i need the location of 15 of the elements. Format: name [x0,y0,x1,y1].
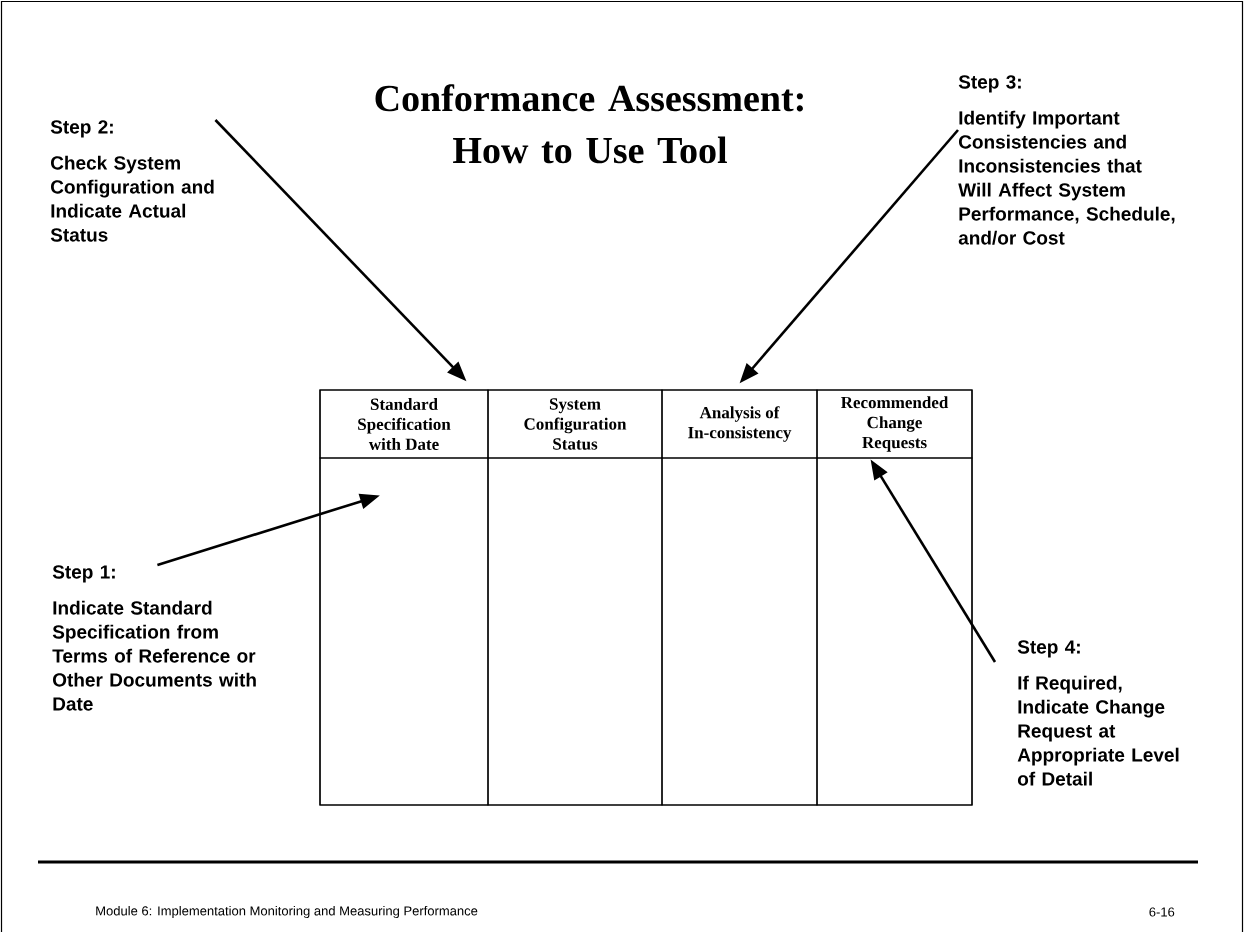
footer-text: 6-16 [1149,907,1175,917]
footer-text: Module 6: Implementation Monitoring and Measuring Performance [96,905,478,919]
table-column [487,457,663,806]
step-note: Step 3: Identify Important Consistencies and Inconsistencies that Will Affect System Performance, Schedule, and/or Cost [958,75,1175,245]
header-cell: Standard Specification with Date [319,389,489,459]
header-cell: System Configuration Status [487,389,663,459]
title: Conformance Assessment: How to Use Tool [375,84,803,164]
step-note: Step 2: Check System Configuration and Indicate Actual Status [50,120,214,242]
header-cell: Recommended Change Requests [816,389,973,459]
table-column [816,457,973,806]
table-column [661,457,818,806]
header-cell: Analysis of In-consistency [661,389,818,459]
table-column [319,457,489,806]
step-note: Step 4: If Required, Indicate Change Request at Appropriate Level of Detail [1017,640,1179,786]
step-note: Step 1: Indicate Standard Specification from Terms of Reference or Other Documents with Date [52,565,256,711]
